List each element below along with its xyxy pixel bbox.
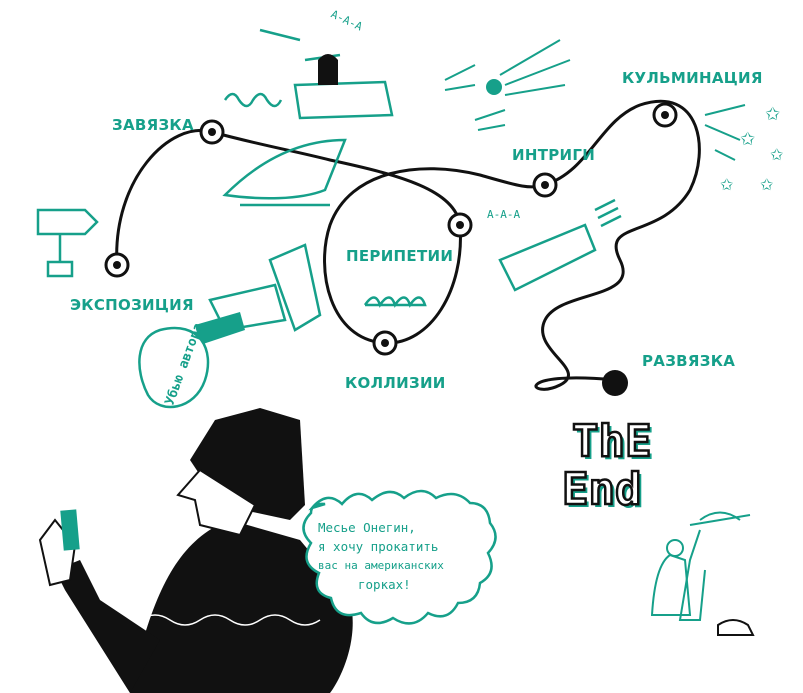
the-end-title: ThE End xyxy=(561,416,653,515)
speech-bubble-text: Месье Онегин, я хочу прокатить вас на ам… xyxy=(318,518,498,594)
scream-text: А-А-А xyxy=(487,208,521,221)
couple-figures xyxy=(650,511,751,621)
coat xyxy=(130,520,353,693)
node-climax xyxy=(652,102,678,128)
svg-text:✩: ✩ xyxy=(720,175,734,194)
stage-label-exposition: ЭКСПОЗИЦИЯ xyxy=(70,296,194,314)
node-collisions xyxy=(372,330,398,356)
node-exposition xyxy=(104,252,130,278)
comet-head xyxy=(486,79,502,95)
coaster-car-2-icon xyxy=(498,198,622,292)
gun-handle xyxy=(195,312,245,345)
stage-label-climax: КУЛЬМИНАЦИЯ xyxy=(622,69,763,87)
grass-icon xyxy=(363,296,427,308)
node-resolution xyxy=(602,370,628,396)
ticket xyxy=(60,509,80,551)
arm xyxy=(55,560,160,693)
stage-label-collisions: КОЛЛИЗИИ xyxy=(345,374,446,392)
svg-text:✩: ✩ xyxy=(760,175,774,194)
the-end-line-1: ThE xyxy=(571,416,653,467)
shark-icon xyxy=(222,138,347,207)
sign-blob xyxy=(138,326,210,409)
signpost-icon xyxy=(36,208,99,278)
dog-icon xyxy=(717,619,755,636)
speech-line: Месье Онегин, xyxy=(318,520,416,535)
node-peripeteia xyxy=(447,212,473,238)
comet-icons xyxy=(444,39,571,131)
the-end-line-2: End xyxy=(561,464,643,515)
plot-curve xyxy=(115,99,701,391)
speech-line: горках! xyxy=(358,577,411,592)
stage-label-intrigues: ИНТРИГИ xyxy=(512,146,596,164)
stage-label-resolution: РАЗВЯЗКА xyxy=(642,352,736,370)
svg-text:✩: ✩ xyxy=(770,145,784,164)
stage-label-setup: ЗАВЯЗКА xyxy=(112,116,194,134)
node-intrigues xyxy=(532,172,558,198)
svg-text:✩: ✩ xyxy=(740,129,755,150)
speech-line: я хочу прокатить xyxy=(318,539,439,554)
speech-bubble-outline xyxy=(302,489,497,625)
face xyxy=(176,468,257,537)
speech-line: вас на американских xyxy=(318,559,444,572)
star-icons: ✩ ✩ ✩ ✩ ✩ xyxy=(704,104,784,194)
coaster-car-icon xyxy=(223,28,394,120)
passenger-icon xyxy=(318,54,338,85)
stage-label-peripeteia: ПЕРИПЕТИИ xyxy=(346,247,454,265)
svg-text:✩: ✩ xyxy=(765,104,780,125)
node-setup xyxy=(199,119,225,145)
onegin-figure xyxy=(38,408,353,693)
